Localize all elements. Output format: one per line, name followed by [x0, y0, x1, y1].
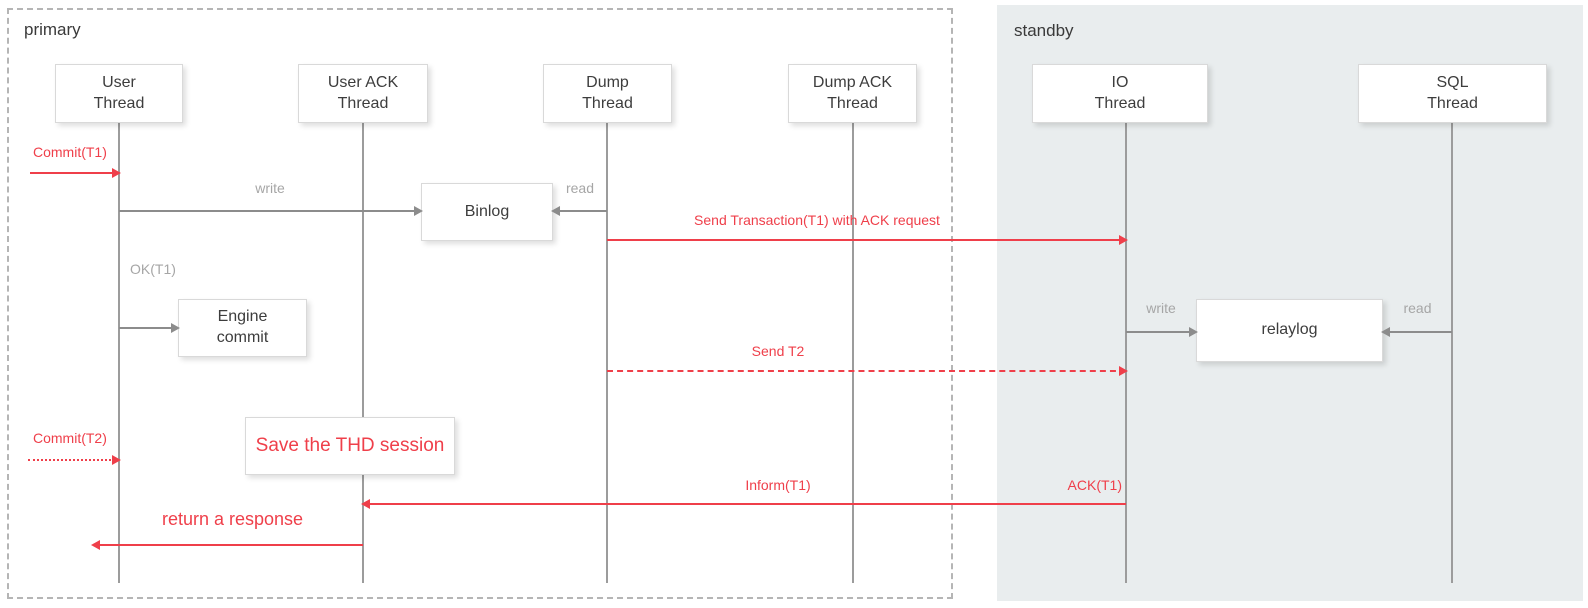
arrow-line — [553, 210, 607, 212]
lifeline-io-thread — [1125, 123, 1127, 583]
inform-t1-label: Inform(T1) — [745, 477, 811, 493]
arrowhead-left-icon — [361, 499, 370, 509]
commit-t1-label: Commit(T1) — [33, 144, 107, 160]
arrow-line — [607, 370, 1126, 372]
primary-region-label: primary — [24, 20, 81, 39]
lifeline-user-ack-thread — [362, 123, 364, 583]
arrow-line — [28, 459, 119, 461]
arrow-line — [607, 239, 1126, 241]
arrowhead-right-icon — [1119, 235, 1128, 245]
lifeline-sql-thread — [1451, 123, 1453, 583]
return-response-label: return a response — [161, 509, 304, 529]
arrowhead-right-icon — [1189, 327, 1198, 337]
arrow-line — [1126, 331, 1196, 333]
ack-t1-label: ACK(T1) — [1067, 477, 1122, 493]
arrowhead-right-icon — [1119, 366, 1128, 376]
relaylog-box: relaylog — [1196, 299, 1383, 362]
standby-region-label: standby — [1014, 21, 1074, 40]
arrow-line — [1383, 331, 1452, 333]
save-thd-session-label: Save the THD session — [255, 434, 445, 456]
arrowhead-right-icon — [171, 323, 180, 333]
binlog-box: Binlog — [421, 183, 553, 241]
arrowhead-right-icon — [414, 206, 423, 216]
send-t2-label: Send T2 — [751, 343, 805, 359]
arrow-line — [30, 172, 119, 174]
read-binlog-label: read — [565, 180, 595, 196]
arrowhead-left-icon — [551, 206, 560, 216]
arrow-line — [93, 544, 363, 546]
lifeline-dump-thread — [606, 123, 608, 583]
arrow-line — [119, 210, 421, 212]
write-relaylog-label: write — [1146, 300, 1176, 316]
primary-region — [7, 8, 953, 599]
binlog-label: Binlog — [464, 202, 510, 220]
relaylog-label: relaylog — [1261, 321, 1318, 339]
read-relaylog-label: read — [1403, 300, 1432, 316]
arrowhead-left-icon — [91, 540, 100, 550]
arrowhead-left-icon — [1381, 327, 1390, 337]
send-transaction-label: Send Transaction(T1) with ACK request — [694, 212, 940, 228]
arrow-line — [119, 327, 178, 329]
arrowhead-right-icon — [112, 168, 121, 178]
lifeline-user-thread — [118, 123, 120, 583]
save-thd-session-box: Save the THD session — [245, 417, 455, 475]
lifeline-dump-ack-thread — [852, 123, 854, 583]
write-binlog-label: write — [255, 180, 285, 196]
ok-t1-label: OK(T1) — [130, 261, 176, 277]
commit-t2-label: Commit(T2) — [33, 430, 107, 446]
arrow-line — [363, 503, 1126, 505]
arrowhead-right-icon — [112, 455, 121, 465]
